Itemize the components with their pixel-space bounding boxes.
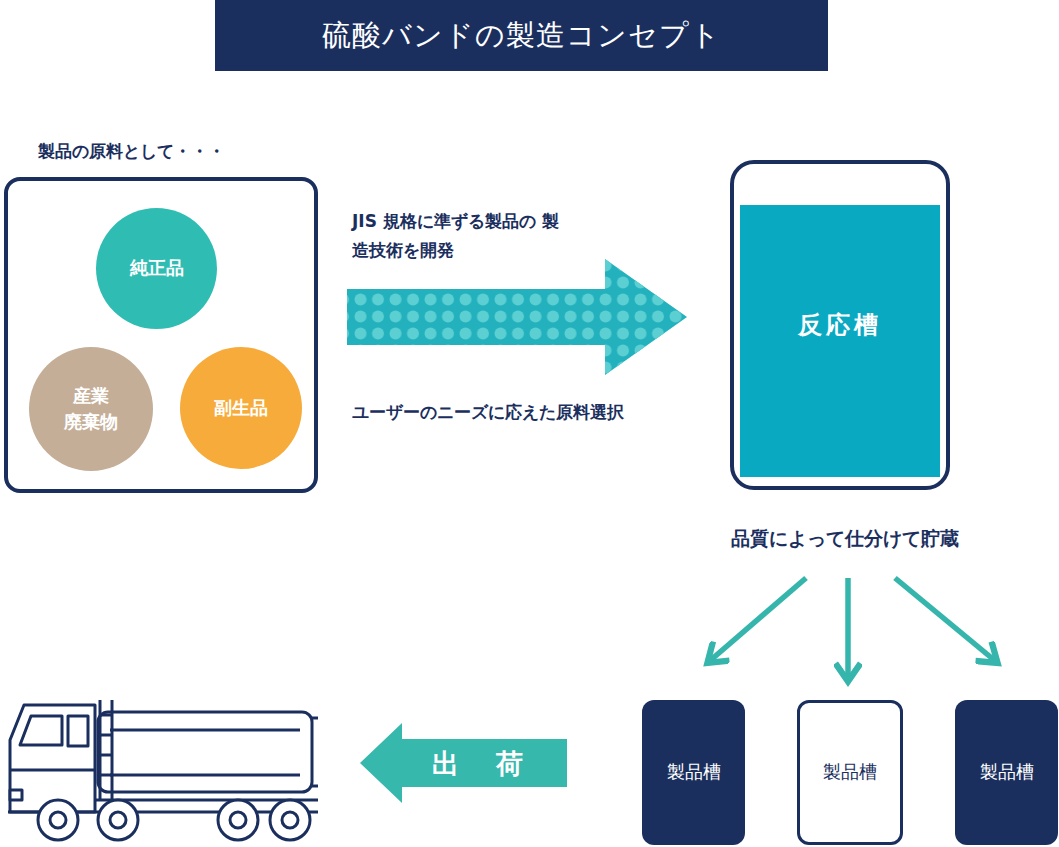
node-label: 純正品 — [130, 255, 184, 281]
product-tank: 製品槽 — [642, 700, 745, 845]
title-band: 硫酸バンドの製造コンセプト — [215, 0, 828, 71]
node-label: 反応槽 — [798, 308, 882, 343]
note-text: 品質によって仕分けて貯蔵 — [680, 522, 1010, 554]
edge-label: JIS 規格に準ずる製品の 製造技術を開発 — [352, 207, 567, 265]
material-circle: 副生品 — [180, 347, 302, 469]
box-heading: 製品の原料として・・・ — [38, 139, 225, 164]
node-label: 産業 廃棄物 — [62, 383, 120, 435]
node-label: 製品槽 — [823, 759, 877, 785]
product-tank: 製品槽 — [955, 700, 1058, 845]
sorting-arrow — [895, 578, 997, 662]
sorting-arrow — [709, 578, 807, 662]
node-label: 製品槽 — [980, 759, 1034, 785]
process-arrow — [347, 259, 687, 375]
sorting-arrow — [845, 578, 851, 680]
arrow-dots — [347, 259, 687, 375]
node-label: 製品槽 — [667, 759, 721, 785]
node-label: 副生品 — [214, 395, 268, 421]
tanker-truck — [8, 700, 318, 840]
title-text: 硫酸バンドの製造コンセプト — [322, 16, 721, 56]
shipping-arrow — [360, 723, 567, 803]
product-tank: 製品槽 — [797, 700, 903, 845]
reaction-tank: 反応槽 — [730, 160, 950, 490]
source-box: 製品の原料として・・・純正品産業 廃棄物副生品 — [4, 177, 318, 493]
liquid-fill — [740, 205, 940, 477]
material-circle: 産業 廃棄物 — [29, 347, 153, 471]
material-circle: 純正品 — [96, 208, 217, 329]
note-text: ユーザーのニーズに応えた原料選択 — [352, 398, 692, 427]
shipping-label: 出 荷 — [402, 741, 567, 787]
